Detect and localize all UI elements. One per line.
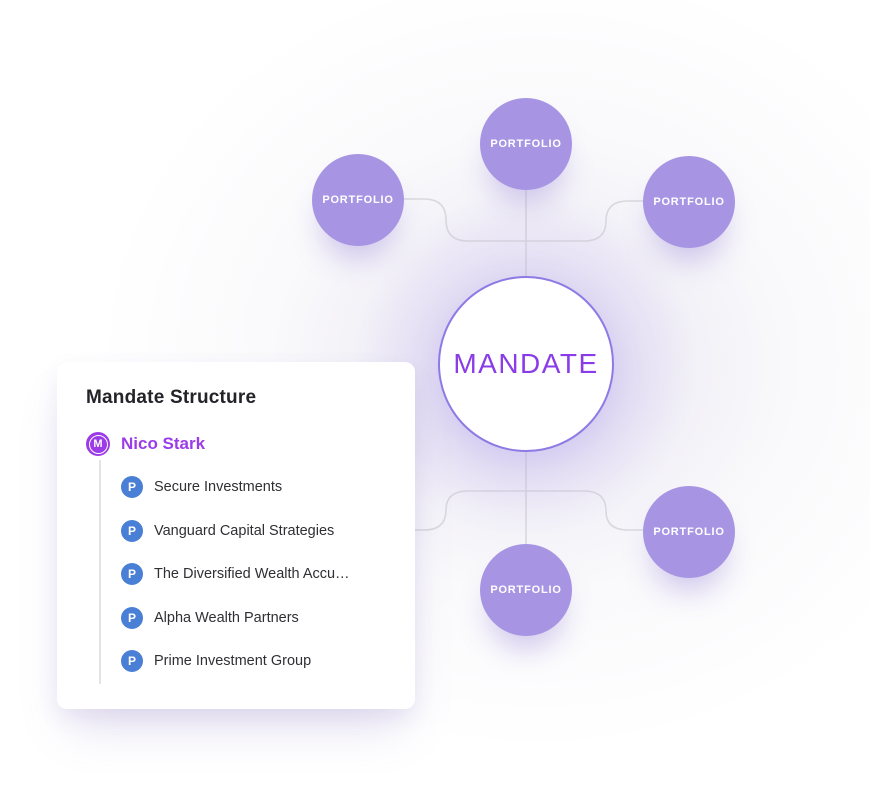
portfolio-node-label: PORTFOLIO [322,194,394,206]
mandate-badge-icon: M [86,432,110,456]
tree-connector-line [99,460,101,684]
portfolio-badge-icon: P [121,476,143,498]
portfolio-name: Vanguard Capital Strategies [154,522,335,539]
portfolio-node-top[interactable]: PORTFOLIO [480,98,572,190]
portfolio-name: The Diversified Wealth Accu… [154,566,350,582]
portfolio-node-top-right[interactable]: PORTFOLIO [643,156,735,248]
portfolio-node-label: PORTFOLIO [490,138,562,150]
mandate-node-label: MANDATE [453,348,599,379]
connector-top-left [370,198,526,242]
portfolio-name: Secure Investments [154,479,283,495]
connector-bottom-right [526,490,682,531]
portfolio-list-item[interactable]: P Secure Investments [121,476,350,498]
portfolio-node-label: PORTFOLIO [490,584,562,596]
portfolio-list: P Secure Investments P Vanguard Capital … [121,476,350,672]
portfolio-badge-icon: P [121,519,143,542]
portfolio-list-item[interactable]: P Alpha Wealth Partners [121,606,350,629]
connector-top-right [526,200,682,242]
portfolio-badge-icon: P [121,650,143,672]
mandate-node[interactable]: MANDATE [438,276,614,452]
portfolio-name: Prime Investment Group [154,653,312,669]
portfolio-node-top-left[interactable]: PORTFOLIO [312,154,404,246]
portfolio-list-item[interactable]: P Prime Investment Group [121,650,350,672]
portfolio-badge-icon: P [121,563,143,585]
mandate-name: Nico Stark [121,434,206,453]
portfolio-node-label: PORTFOLIO [653,526,725,538]
connector-bottom-left [408,490,526,531]
portfolio-node-bottom-right[interactable]: PORTFOLIO [643,486,735,578]
portfolio-list-item[interactable]: P The Diversified Wealth Accu… [121,563,350,585]
portfolio-badge-icon: P [121,606,143,629]
mandate-list-item[interactable]: M Nico Stark [86,432,205,456]
portfolio-name: Alpha Wealth Partners [154,609,299,626]
mandate-structure-panel: Mandate Structure M Nico Stark P Secure … [57,362,415,709]
portfolio-node-bottom[interactable]: PORTFOLIO [480,544,572,636]
portfolio-list-item[interactable]: P Vanguard Capital Strategies [121,519,350,542]
panel-title: Mandate Structure [86,387,257,408]
portfolio-node-label: PORTFOLIO [653,196,725,208]
